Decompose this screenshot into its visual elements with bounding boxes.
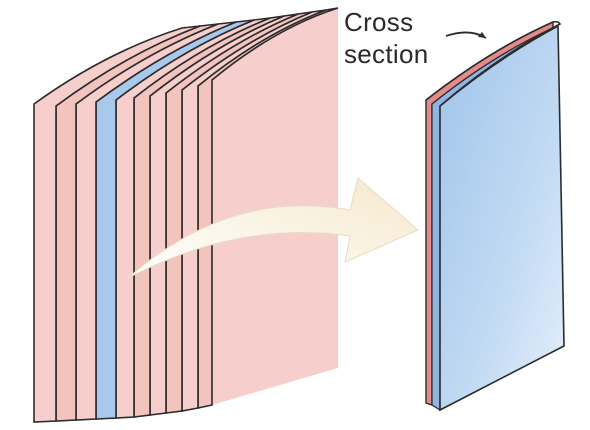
stack-back-face: [212, 8, 338, 405]
cross-section-label-line1: Cross: [344, 7, 414, 37]
section-top-edge: [425, 20, 562, 107]
cross-section-label-line2: section: [344, 39, 429, 69]
curved-arrow: [127, 177, 419, 279]
cross-section-sheet: [425, 20, 565, 412]
leader-arrowhead: [478, 32, 486, 38]
sheet-stack: [33, 7, 339, 423]
sheet-1: [33, 25, 201, 423]
